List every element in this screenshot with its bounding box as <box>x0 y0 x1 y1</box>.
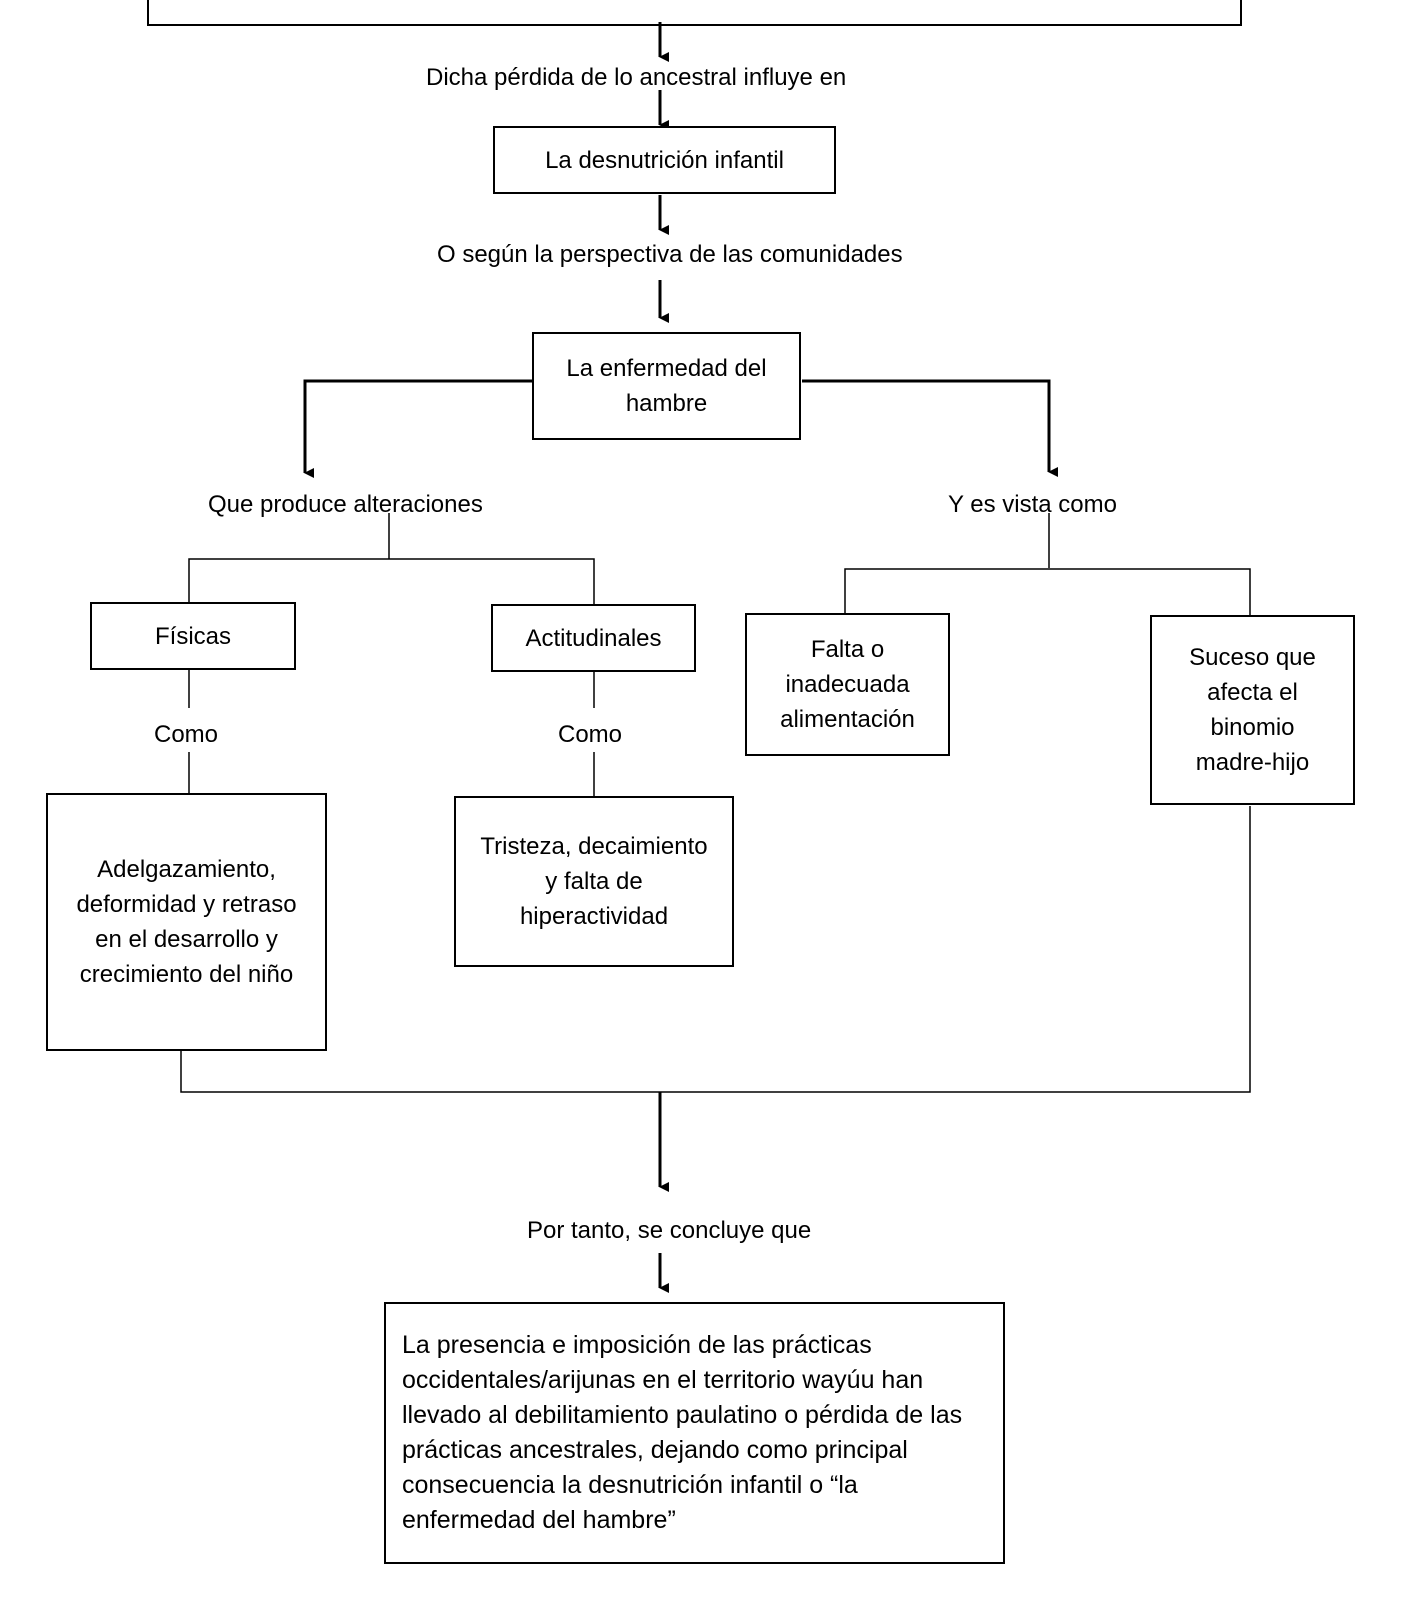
node-falta-text: Falta o inadecuada alimentación <box>780 636 915 733</box>
node-actitudinales-text: Actitudinales <box>525 624 662 652</box>
label-produce: Que produce alteraciones <box>208 491 483 518</box>
node-enfermedad-text: La enfermedad del hambre <box>566 355 767 417</box>
node-adelgazamiento-text: Adelgazamiento, deformidad y retraso en … <box>76 856 297 988</box>
node-adelgazamiento: Adelgazamiento, deformidad y retraso en … <box>46 793 327 1051</box>
node-fisicas-text: Físicas <box>154 622 231 650</box>
line-left-split <box>188 558 595 604</box>
label-como-fisicas: Como <box>153 721 219 748</box>
arrow-right-branch <box>802 379 1058 477</box>
node-desnutricion: La desnutrición infantil <box>493 126 836 194</box>
top-box-edge <box>147 0 1242 26</box>
node-actitudinales: Actitudinales <box>491 604 696 672</box>
node-suceso: Suceso que afecta el binomio madre-hijo <box>1150 615 1355 805</box>
label-perspectiva: O según la perspectiva de las comunidade… <box>437 241 903 268</box>
label-conclusion: Por tanto, se concluye que <box>527 1217 812 1244</box>
node-tristeza: Tristeza, decaimiento y falta de hiperac… <box>454 796 734 967</box>
node-fisicas: Físicas <box>90 602 296 670</box>
line-right-split <box>844 568 1251 615</box>
label-influye: Dicha pérdida de lo ancestral influye en <box>426 64 847 91</box>
label-vista: Y es vista como <box>948 491 1117 518</box>
node-suceso-text: Suceso que afecta el binomio madre-hijo <box>1189 644 1316 776</box>
node-desnutricion-text: La desnutrición infantil <box>545 146 784 174</box>
label-como-actitudinales: Como <box>557 721 623 748</box>
node-enfermedad: La enfermedad del hambre <box>532 332 801 440</box>
node-tristeza-text: Tristeza, decaimiento y falta de hiperac… <box>480 833 708 930</box>
node-conclusion-text: La presencia e imposición de las práctic… <box>402 1331 963 1534</box>
node-conclusion: La presencia e imposición de las práctic… <box>384 1302 1005 1564</box>
line-merge <box>180 806 1251 1093</box>
arrow-left-branch <box>303 379 532 478</box>
node-falta: Falta o inadecuada alimentación <box>745 613 950 756</box>
